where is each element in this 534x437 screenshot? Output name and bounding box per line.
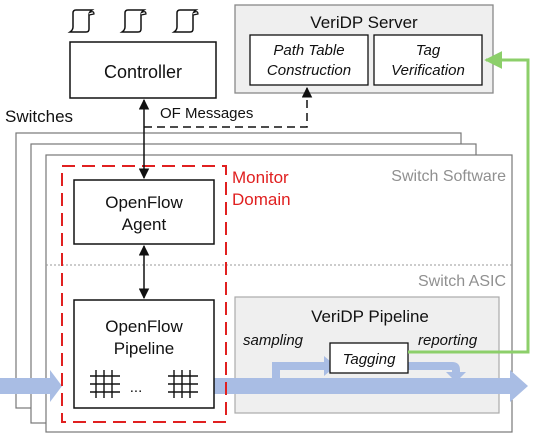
tag-verification-box	[373, 34, 483, 86]
openflow-agent-label-line2: Agent	[122, 215, 167, 234]
packet-flow-arrow	[0, 356, 528, 402]
flow-table-icon	[90, 370, 120, 398]
tagging-label: Tagging	[343, 351, 396, 368]
openflow-agent-label-line1: OpenFlow	[105, 193, 183, 212]
flow-table-icon	[168, 370, 198, 398]
switches-label: Switches	[5, 107, 73, 126]
path-table-label-line1: Path Table	[273, 42, 344, 59]
reporting-label: reporting	[418, 332, 478, 349]
tag-verification-label-line1: Tag	[416, 42, 441, 59]
scroll-icon	[171, 9, 199, 33]
scroll-icon	[67, 9, 95, 33]
monitor-domain-label-line1: Monitor	[232, 168, 289, 187]
openflow-agent-box	[73, 179, 215, 245]
report-to-verification-arrow	[408, 51, 530, 354]
controller-label: Controller	[104, 62, 182, 82]
path-table-label-line2: Construction	[267, 62, 351, 79]
of-messages-arrow	[144, 86, 313, 128]
veridp-pipeline-title: VeriDP Pipeline	[311, 307, 429, 326]
openflow-pipeline-label-line2: Pipeline	[114, 339, 175, 358]
of-messages-label-bg	[158, 104, 274, 122]
switch-software-label: Switch Software	[391, 168, 506, 185]
sampling-label: sampling	[243, 332, 304, 349]
application-icons	[67, 9, 199, 33]
tag-verification-label-line2: Verification	[391, 62, 465, 79]
table-ellipsis: ...	[130, 379, 143, 396]
switch-asic-label: Switch ASIC	[418, 273, 506, 290]
veridp-server-title: VeriDP Server	[310, 13, 418, 32]
tagging-box	[329, 342, 409, 374]
scroll-icon	[119, 9, 147, 33]
openflow-pipeline-label-line1: OpenFlow	[105, 317, 183, 336]
path-table-box	[249, 34, 369, 86]
monitor-domain-label-line2: Domain	[232, 190, 291, 209]
of-messages-label: OF Messages	[160, 105, 253, 122]
controller-box	[69, 41, 217, 99]
